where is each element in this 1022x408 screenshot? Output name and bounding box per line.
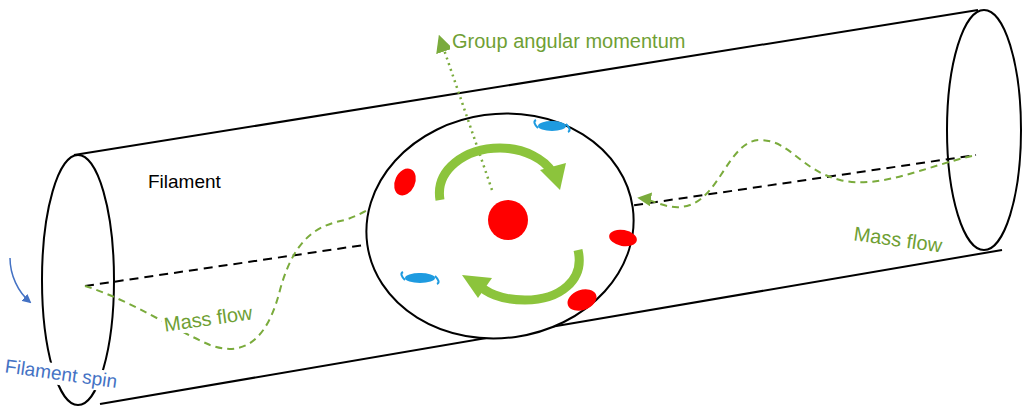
mass-flow-label: Mass flow xyxy=(850,222,945,257)
rotation-arrow xyxy=(439,148,552,200)
spin-label: Filament spin xyxy=(2,356,121,393)
mass-flow-arrow xyxy=(85,198,388,349)
filament-label: Filament xyxy=(146,172,223,193)
blue-galaxy xyxy=(401,272,438,284)
spin-arrow xyxy=(10,258,30,302)
rotation-arrow xyxy=(478,250,579,300)
annotation-label: Group angular momentum xyxy=(450,30,687,52)
blue-galaxy xyxy=(534,120,569,132)
red-galaxy xyxy=(608,228,638,249)
mass-flow-label: Mass flow xyxy=(160,301,255,336)
mass-flow-arrow xyxy=(640,140,972,207)
red-galaxy xyxy=(564,285,599,314)
cross-section xyxy=(352,96,649,355)
rotation-arrow-head xyxy=(462,275,492,298)
red-galaxy xyxy=(390,165,420,199)
cylinder-end xyxy=(947,10,1021,250)
rotation-arrow-head xyxy=(540,163,566,190)
central-galaxy xyxy=(488,200,528,240)
